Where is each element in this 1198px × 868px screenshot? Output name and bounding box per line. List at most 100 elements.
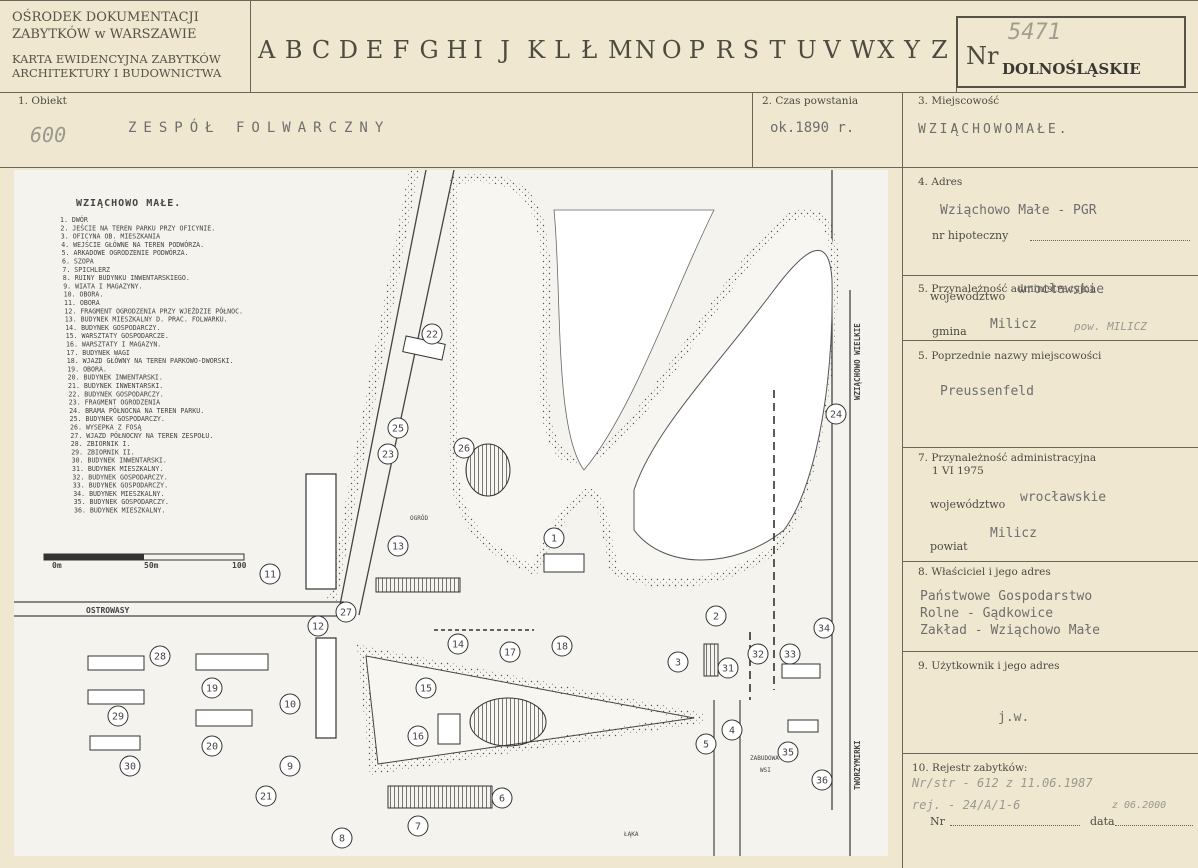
nr-hipoteczny-line (1030, 240, 1190, 241)
marker-circle-8 (331, 827, 353, 849)
legend-item: 3. OFICYNA OB. MIESZKANIA (61, 233, 160, 241)
nr-handwritten: 5471 (1008, 20, 1061, 45)
marker-number-16: 16 (412, 732, 424, 743)
marker-number-25: 25 (392, 424, 404, 435)
building-19 (195, 653, 269, 671)
card-type-line2: ARCHITEKTURY I BUDOWNICTWA (12, 66, 222, 80)
courtyard-outline (365, 655, 695, 765)
marker-circle-29 (107, 705, 129, 727)
marker-circle-2 (705, 605, 727, 627)
org-name-line2: ZABYTKÓW w WARSZAWIE (12, 27, 197, 42)
index-letter-M: M (608, 36, 633, 64)
marker-circle-3 (667, 651, 689, 673)
index-letter-H: H (446, 36, 468, 64)
marker-number-24: 24 (830, 410, 842, 421)
marker-circle-23 (377, 443, 399, 465)
poprzednie-nazwy-value: Preussenfeld (940, 384, 1034, 399)
marker-number-4: 4 (729, 726, 735, 737)
uzytkownik-value: j.w. (998, 710, 1030, 725)
index-letter-W: W (850, 36, 875, 64)
marker-circle-17 (499, 641, 521, 663)
index-letter-V: V (823, 36, 841, 64)
gmina-note: pow. MILICZ (1074, 320, 1147, 333)
index-letter-I: I (473, 36, 483, 64)
obiekt-value: ZESPÓŁ FOLWARCZNY (128, 120, 391, 136)
marker-circle-20 (201, 735, 223, 757)
row1-divider (0, 167, 902, 168)
marker-circle-16 (407, 725, 429, 747)
gmina-value: Milicz (990, 317, 1037, 332)
marker-circle-35 (777, 741, 799, 763)
marker-number-33: 33 (784, 650, 796, 661)
legend-item: 11. OBORA (64, 299, 100, 307)
top-border (0, 0, 1198, 1)
legend-item: 22. BUDYNEK GOSPODARCZY. (68, 390, 163, 398)
right-divider-3 (902, 340, 1198, 341)
boundary-dashed (749, 390, 775, 700)
marker-circle-36 (811, 769, 833, 791)
rejestr-handwritten-3: z 06.2000 (1112, 800, 1167, 811)
legend-item: 5. ARKADOWE OGRODZENIE PODWÓRZA. (62, 248, 189, 257)
legend-item: 27. WJAZD PÓŁNOCNY NA TEREN ZESPOŁU. (70, 431, 213, 440)
rejestr-handwritten-1: Nr/str - 612 z 11.06.1987 (912, 776, 1093, 790)
przynaleznosc-1975-date: 1 VI 1975 (932, 465, 984, 477)
label-zabudowa: ZABUDOWA (750, 755, 779, 762)
marker-number-22: 22 (426, 330, 438, 341)
marker-circle-22 (421, 323, 443, 345)
adres-value: Wziąchowo Małe - PGR (940, 203, 1097, 218)
index-letter-E: E (365, 36, 384, 64)
marker-number-15: 15 (420, 684, 432, 695)
marker-number-5: 5 (703, 740, 709, 751)
miejscowosc-label: 3. Miejscowość (918, 95, 1000, 107)
marker-circle-7 (407, 815, 429, 837)
index-letter-R: R (715, 36, 734, 64)
legend-item: 30. BUDYNEK INWENTARSKI. (72, 457, 167, 465)
label-wsi: WSI (760, 767, 771, 774)
legend-item: 35. BUDYNEK GOSPODARCZY. (74, 498, 169, 506)
org-name-line1: OŚRODEK DOKUMENTACJI (12, 10, 199, 25)
index-letter-U: U (796, 36, 817, 64)
wlasciciel-line3: Zakład - Wziąchowo Małe (920, 623, 1101, 638)
marker-circle-27 (335, 601, 357, 623)
marker-circle-9 (279, 755, 301, 777)
building-33 (781, 663, 821, 679)
marker-number-17: 17 (504, 648, 516, 659)
right-divider-4 (902, 447, 1198, 448)
building-13 (375, 577, 461, 593)
building-16 (437, 713, 461, 745)
building-10 (315, 637, 337, 739)
right-divider-6 (902, 651, 1198, 652)
legend-item: 7. SPICHLERZ (62, 266, 110, 274)
marker-circle-19 (201, 677, 223, 699)
wojewodztwo-value: wrocławskie (1018, 282, 1105, 297)
powiat-value: Milicz (990, 526, 1037, 541)
index-letter-O: O (661, 36, 682, 64)
index-letter-S: S (742, 36, 760, 64)
region-name: DOLNOŚLĄSKIE (1002, 60, 1141, 78)
rejestr-handwritten-2: rej. - 24/A/1-6 (912, 798, 1021, 812)
avenue-north (338, 169, 455, 616)
building-3 (703, 643, 719, 677)
marker-circle-25 (387, 417, 409, 439)
index-letter-C: C (311, 36, 331, 64)
marker-circle-10 (279, 693, 301, 715)
legend-item: 19. OBORA. (67, 365, 107, 373)
legend-item: 2. JEŚCIE NA TEREN PARKU PRZY OFICYNIE. (60, 223, 215, 232)
obiekt-label: 1. Obiekt (18, 95, 67, 107)
marker-circle-5 (695, 733, 717, 755)
legend-item: 25. BUDYNEK GOSPODARCZY. (70, 415, 165, 423)
czas-value: ok.1890 r. (770, 120, 855, 136)
legend-item: 14. BUDYNEK GOSPODARCZY. (65, 324, 160, 332)
right-divider-5 (902, 561, 1198, 562)
legend-item: 36. BUDYNEK MIESZKALNY. (74, 507, 165, 515)
marker-number-3: 3 (675, 658, 681, 669)
powiat-label: powiat (930, 540, 968, 553)
legend-item: 28. ZBIORNIK I. (71, 440, 131, 448)
card-type-line1: KARTA EWIDENCYJNA ZABYTKÓW (12, 52, 221, 66)
legend-item: 1. DWÓR (60, 215, 88, 224)
marker-number-7: 7 (415, 822, 421, 833)
marker-number-10: 10 (284, 700, 296, 711)
legend-item: 6. SZOPA (62, 258, 94, 266)
wlasciciel-line2: Rolne - Gądkowice (920, 606, 1054, 621)
